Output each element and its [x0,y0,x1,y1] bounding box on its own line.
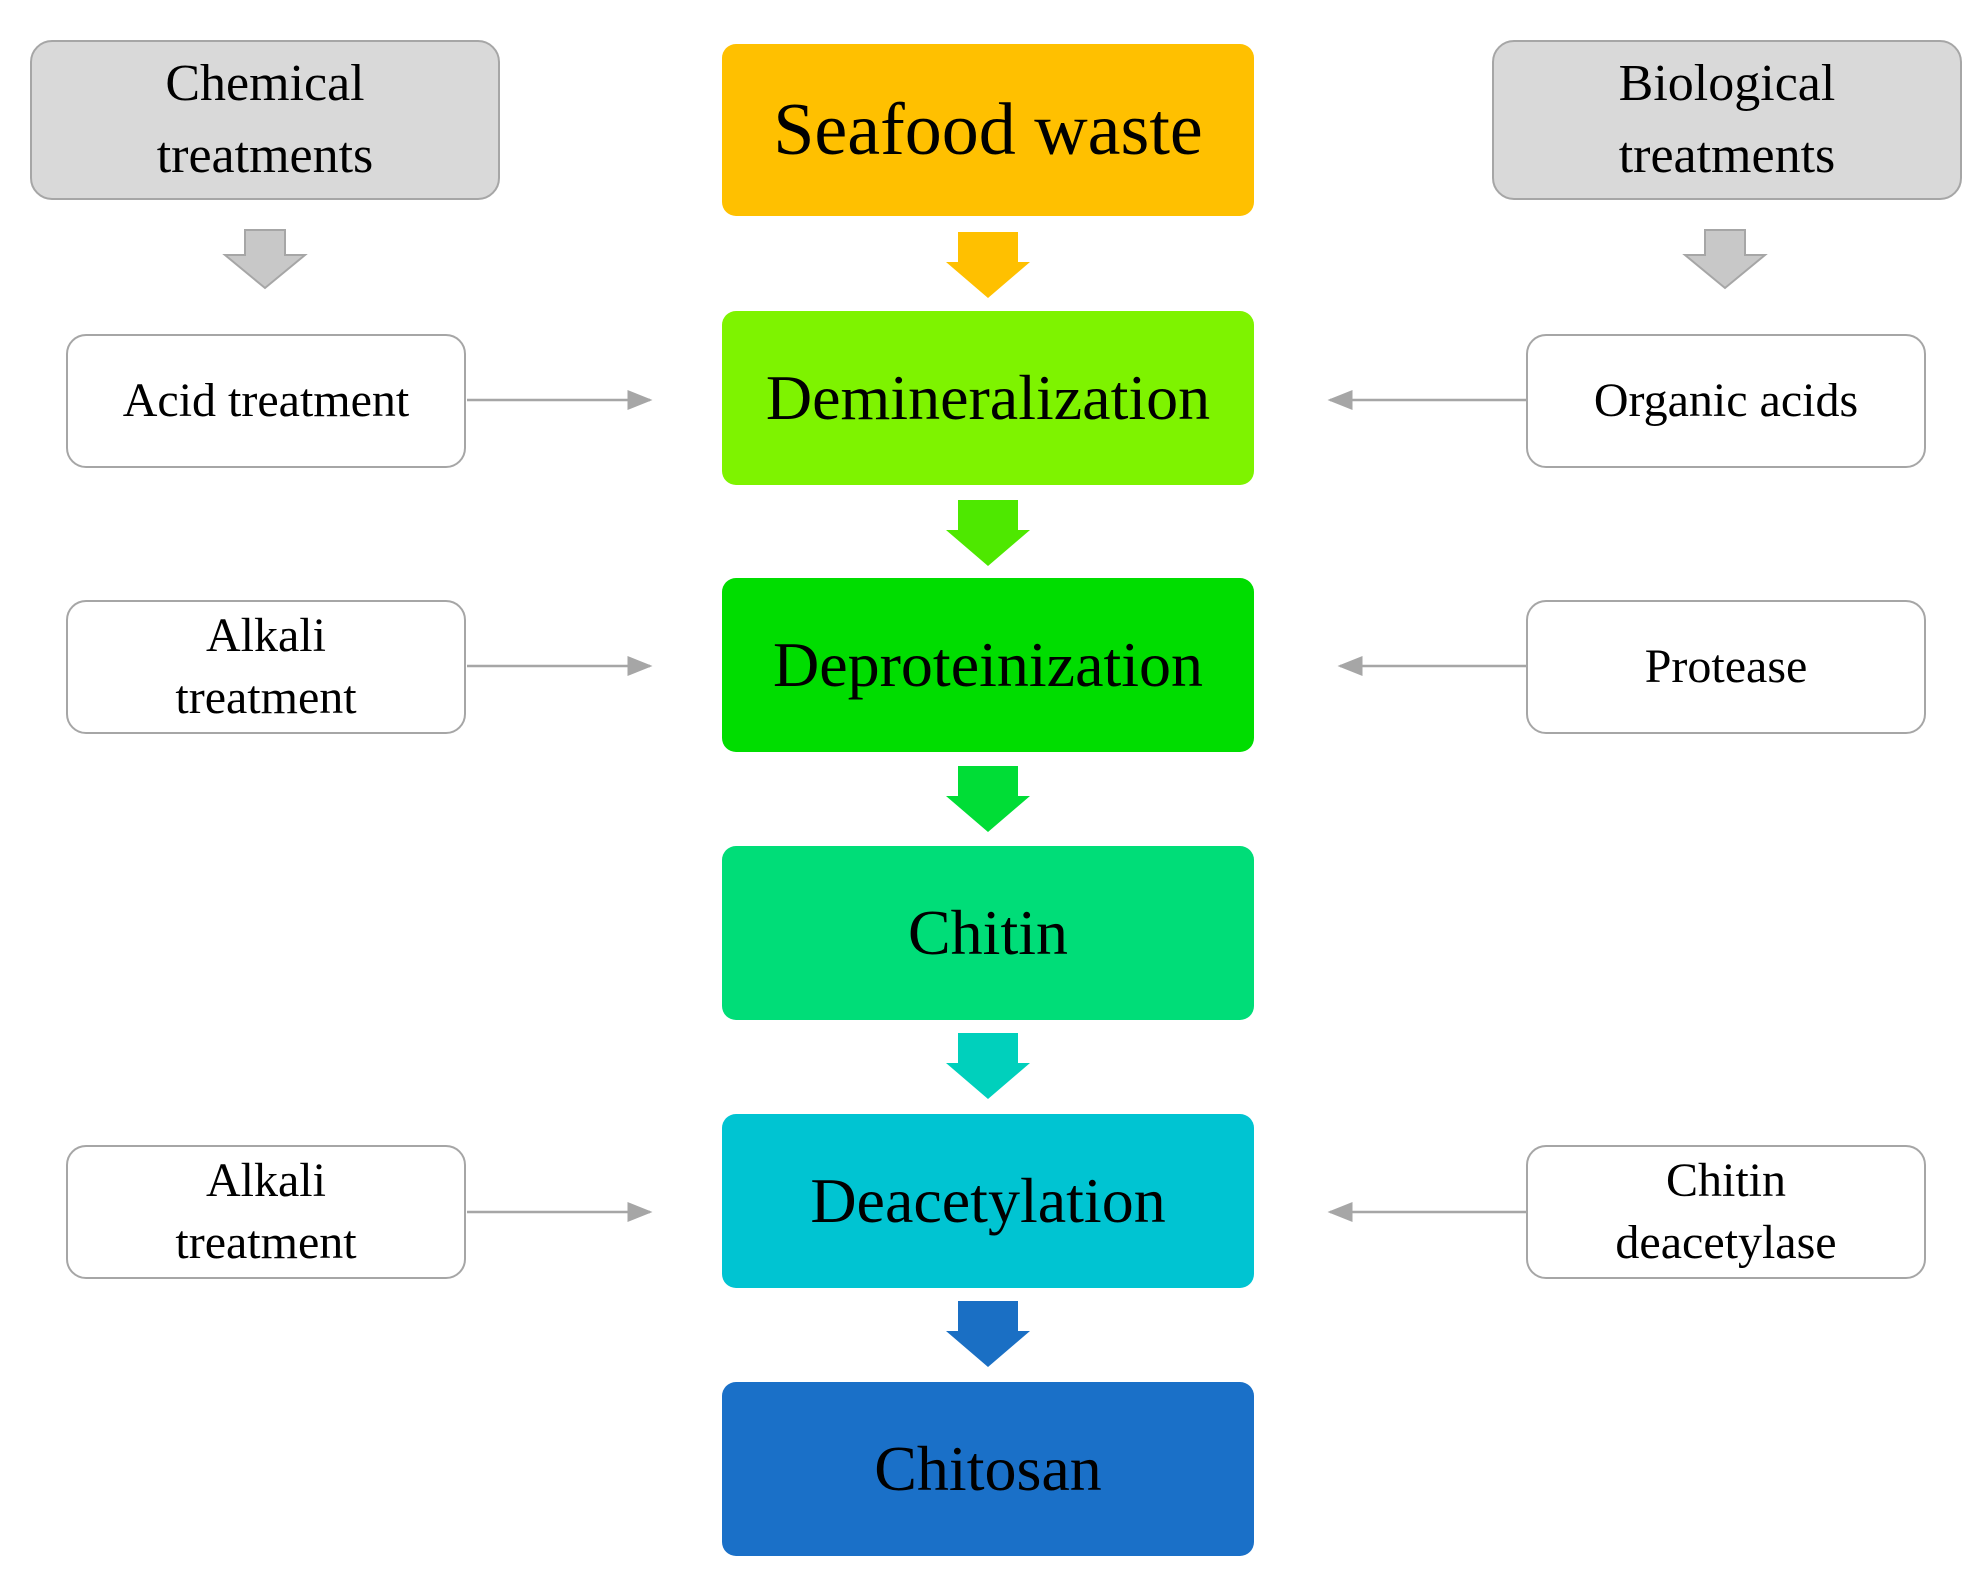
acid-treatment-box: Acid treatment [66,334,466,468]
step-deproteinization: Deproteinization [722,578,1254,752]
flow-arrow-3-icon [946,766,1030,832]
step-deacetylation: Deacetylation [722,1114,1254,1288]
biological-down-arrow-icon [1682,229,1768,290]
step-chitin: Chitin [722,846,1254,1020]
step-chitosan: Chitosan [722,1382,1254,1556]
flow-arrow-1-icon [946,232,1030,298]
step-seafood-waste: Seafood waste [722,44,1254,216]
alkali-treatment-deproteinization-box: Alkali treatment [66,600,466,734]
biological-treatments-header: Biological treatments [1492,40,1962,200]
chemical-treatments-header: Chemical treatments [30,40,500,200]
step-demineralization: Demineralization [722,311,1254,485]
organic-acids-box: Organic acids [1526,334,1926,468]
chitin-deacetylase-box: Chitin deacetylase [1526,1145,1926,1279]
chemical-down-arrow-icon [222,229,308,290]
alkali-treatment-deacetylation-box: Alkali treatment [66,1145,466,1279]
flow-arrow-4-icon [946,1033,1030,1099]
flow-arrow-5-icon [946,1301,1030,1367]
protease-box: Protease [1526,600,1926,734]
flow-arrow-2-icon [946,500,1030,566]
